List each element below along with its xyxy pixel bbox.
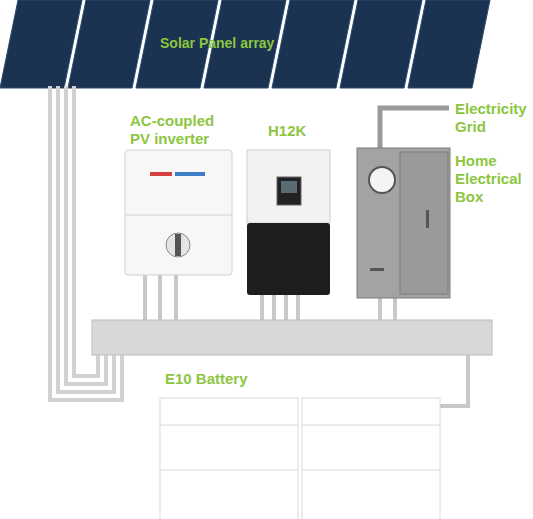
- battery-stack: E10 Battery: [160, 398, 440, 519]
- hybrid-inverter-unit: [247, 150, 330, 295]
- grid-wire: [380, 108, 449, 148]
- inverter-unit: [125, 150, 232, 275]
- device-label: AC-coupled PV inverter: [130, 112, 230, 148]
- device-label: Solar Panel array: [160, 34, 274, 52]
- pv-inverter: AC-coupled PV inverter: [125, 150, 232, 275]
- battery-units: [160, 398, 440, 519]
- electrical-box: [357, 148, 450, 298]
- panel-array: Solar Panel array: [0, 0, 520, 88]
- hybrid-inverter: H12K: [247, 150, 330, 295]
- device-label: H12K: [268, 122, 306, 140]
- device-label: E10 Battery: [165, 370, 248, 388]
- electrical-box: Home Electrical Box: [357, 148, 450, 298]
- solar-panels: [0, 0, 490, 88]
- grid-label: Electricity Grid: [455, 100, 531, 136]
- bus-bar: [92, 320, 492, 355]
- device-label: Home Electrical Box: [455, 152, 531, 206]
